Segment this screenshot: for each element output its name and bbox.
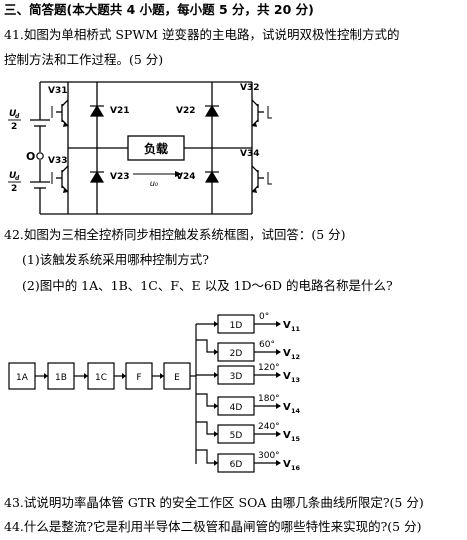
block-f: F — [136, 373, 141, 383]
out-v11: V — [283, 320, 291, 331]
block-4d: 4D — [230, 403, 243, 413]
out-v12: V — [283, 348, 291, 359]
label-midpoint: O — [26, 150, 35, 163]
angle-4: 180° — [258, 394, 280, 404]
out-v16: V — [283, 459, 291, 470]
q44: 44.什么是整流?它是利用半导体二极管和晶闸管的哪些特性来实现的?(5 分) — [4, 519, 422, 534]
block-3d: 3D — [230, 372, 243, 382]
block-e: E — [174, 373, 180, 383]
out-v11-sub: 11 — [291, 325, 301, 333]
trigger-block-diagram: 1A 1B 1C F E 1D 2D 3D 4D 5D 6D 0° 60° 12… — [8, 312, 301, 473]
block-2d: 2D — [230, 349, 243, 359]
block-1d: 1D — [230, 321, 243, 331]
label-v23: V23 — [110, 172, 130, 182]
source-top-denominator: 2 — [11, 122, 17, 132]
source-bottom-sub: d — [15, 175, 20, 182]
section-heading: 三、简答题(本大题共 4 小题，每小题 5 分，共 20 分) — [4, 2, 314, 17]
label-v32: V32 — [240, 83, 260, 93]
label-v22: V22 — [176, 106, 196, 116]
q42-line-1: 42.如图为三相全控桥同步相控触发系统框图，试回答：(5 分) — [4, 227, 346, 242]
block-5d: 5D — [230, 431, 243, 441]
block-1c: 1C — [95, 373, 107, 383]
out-v13-sub: 13 — [291, 376, 300, 384]
source-top-sub: d — [15, 113, 20, 120]
out-v14-sub: 14 — [291, 407, 301, 415]
q42-sub-2: (2)图中的 1A、1B、1C、F、E 以及 1D～6D 的电路名称是什么? — [22, 278, 393, 293]
label-v34: V34 — [240, 149, 260, 159]
angle-3: 120° — [258, 363, 280, 373]
q43: 43.试说明功率晶体管 GTR 的安全工作区 SOA 由哪几条曲线所限定?(5 … — [4, 495, 424, 510]
block-1a: 1A — [16, 373, 29, 383]
out-v15-sub: 15 — [291, 435, 301, 443]
label-v33: V33 — [48, 156, 68, 166]
out-v13: V — [283, 371, 291, 382]
angle-1: 0° — [259, 312, 269, 322]
angle-6: 300° — [258, 451, 280, 461]
q42-sub-1: (1)该触发系统采用哪种控制方式? — [22, 252, 209, 267]
angle-5: 240° — [258, 422, 280, 432]
label-v21: V21 — [110, 106, 130, 116]
source-top-numerator: U — [9, 109, 17, 119]
out-v12-sub: 12 — [291, 353, 300, 361]
out-v14: V — [283, 402, 291, 413]
angle-2: 60° — [259, 340, 275, 350]
q41-line-1: 41.如图为单相桥式 SPWM 逆变器的主电路，试说明双极性控制方式的 — [4, 27, 400, 42]
label-v31: V31 — [48, 86, 68, 96]
load-box — [127, 135, 185, 161]
output-label: u₀ — [150, 179, 159, 188]
label-v24: V24 — [176, 172, 196, 182]
q41-line-2: 控制方法和工作过程。(5 分) — [4, 52, 164, 67]
block-1b: 1B — [55, 373, 67, 383]
spwm-inverter-circuit: 负载 u₀ — [8, 81, 272, 215]
block-6d: 6D — [230, 460, 243, 470]
load-label: 负载 — [144, 141, 168, 156]
out-v16-sub: 16 — [291, 464, 301, 472]
source-bottom-numerator: U — [9, 171, 17, 181]
source-bottom-denominator: 2 — [11, 184, 17, 194]
out-v15: V — [283, 430, 291, 441]
